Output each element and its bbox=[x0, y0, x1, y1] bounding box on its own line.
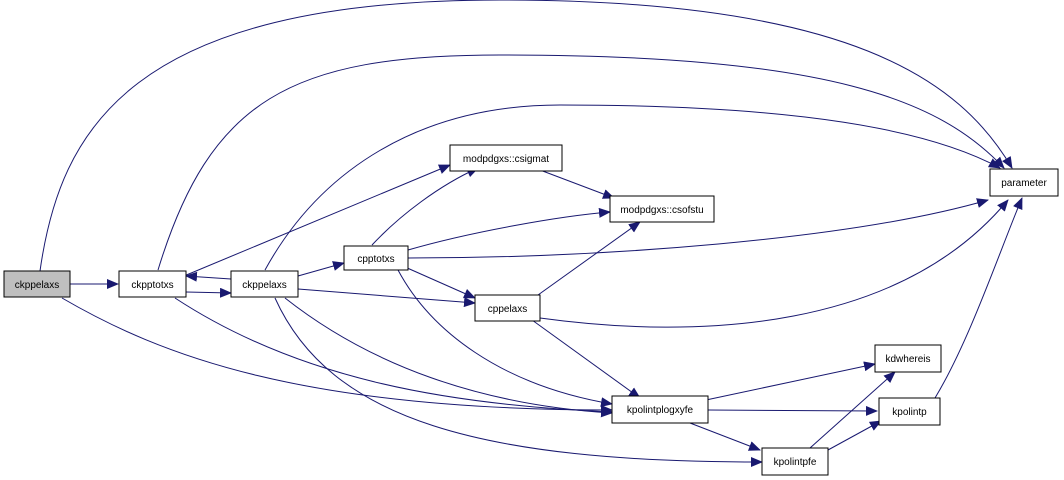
edge-kpolintpfe-to-kdwhereis bbox=[809, 371, 896, 449]
node-cppelaxs[interactable]: cppelaxs bbox=[474, 294, 541, 322]
edge-ckppelaxs-to-kpolintplogxyfe bbox=[284, 297, 613, 418]
edge-cpptotxs-to-csofstu bbox=[407, 207, 611, 251]
edge-ckppelaxs-to-kpolintpfe bbox=[274, 297, 763, 467]
node-parameter[interactable]: parameter bbox=[989, 168, 1059, 197]
node-ckppelaxs[interactable]: ckppelaxs bbox=[230, 270, 299, 298]
node-kpolintpfe[interactable]: kpolintpfe bbox=[761, 447, 829, 476]
edge-ckppelaxs-to-cpptotxs bbox=[297, 261, 345, 277]
node-modpdgxs-csofstu[interactable]: modpdgxs::csofstu bbox=[609, 195, 715, 223]
node-label: ckppelaxs bbox=[15, 280, 59, 291]
node-kdwhereis[interactable]: kdwhereis bbox=[874, 344, 942, 373]
edge-root-to-parameter bbox=[39, 0, 1013, 272]
edge-kpolintplogxyfe-to-kdwhereis bbox=[705, 361, 876, 401]
edge-csigmat-to-csofstu bbox=[539, 169, 615, 199]
edges bbox=[39, 0, 1023, 467]
node-label: cppelaxs bbox=[488, 304, 527, 315]
node-label: ckppelaxs bbox=[242, 280, 286, 291]
edge-ckpptotxs-to-csigmat bbox=[183, 164, 451, 277]
node-ckpptotxs[interactable]: ckpptotxs bbox=[118, 270, 187, 298]
nodes: ckppelaxs ckpptotxs ckppelaxs cpptotxs m… bbox=[3, 144, 1059, 476]
edge-ckppelaxs-to-parameter bbox=[264, 104, 1001, 271]
node-cpptotxs[interactable]: cpptotxs bbox=[343, 245, 409, 271]
edge-ckpptotxs-to-ckppelaxs bbox=[185, 287, 232, 298]
node-label: cpptotxs bbox=[357, 254, 394, 265]
edge-ckpptotxs-to-parameter bbox=[157, 54, 1005, 271]
edge-kpolintplogxyfe-to-kpolintp bbox=[707, 405, 878, 416]
edge-ckpptotxs-to-kpolintplogxyfe bbox=[174, 297, 613, 417]
node-kpolintp[interactable]: kpolintp bbox=[878, 397, 941, 426]
edge-kpolintpfe-to-kpolintp bbox=[827, 420, 882, 451]
edge-kpolintplogxyfe-to-kpolintpfe bbox=[689, 422, 761, 451]
edge-cpptotxs-to-cppelaxs bbox=[404, 266, 476, 299]
node-label: kdwhereis bbox=[885, 354, 930, 365]
edge-cppelaxs-to-parameter bbox=[539, 199, 1009, 328]
node-modpdgxs-csigmat[interactable]: modpdgxs::csigmat bbox=[449, 144, 563, 172]
edge-kpolintp-to-parameter bbox=[934, 197, 1023, 399]
node-label: kpolintplogxyfe bbox=[627, 405, 694, 416]
edge-cppelaxs-to-csofstu bbox=[537, 221, 641, 296]
edge-ckppelaxs-to-cppelaxs bbox=[297, 288, 476, 308]
node-label: modpdgxs::csofstu bbox=[620, 205, 703, 216]
node-label: ckpptotxs bbox=[131, 280, 173, 291]
node-label: parameter bbox=[1001, 178, 1047, 189]
edge-cpptotxs-to-parameter bbox=[407, 198, 989, 259]
node-label: kpolintpfe bbox=[774, 457, 817, 468]
edge-ckppelaxs-to-ckpptotxs bbox=[185, 271, 232, 282]
edge-root-to-kpolintplogxyfe bbox=[61, 297, 613, 415]
edge-cppelaxs-to-kpolintplogxyfe bbox=[531, 319, 641, 399]
node-label: kpolintp bbox=[892, 407, 927, 418]
edge-cpptotxs-to-kpolintplogxyfe bbox=[397, 269, 613, 408]
edge-cpptotxs-to-csigmat bbox=[371, 167, 479, 246]
node-label: modpdgxs::csigmat bbox=[463, 154, 549, 165]
node-root-ckppelaxs[interactable]: ckppelaxs bbox=[3, 270, 71, 298]
node-kpolintplogxyfe[interactable]: kpolintplogxyfe bbox=[611, 395, 709, 424]
